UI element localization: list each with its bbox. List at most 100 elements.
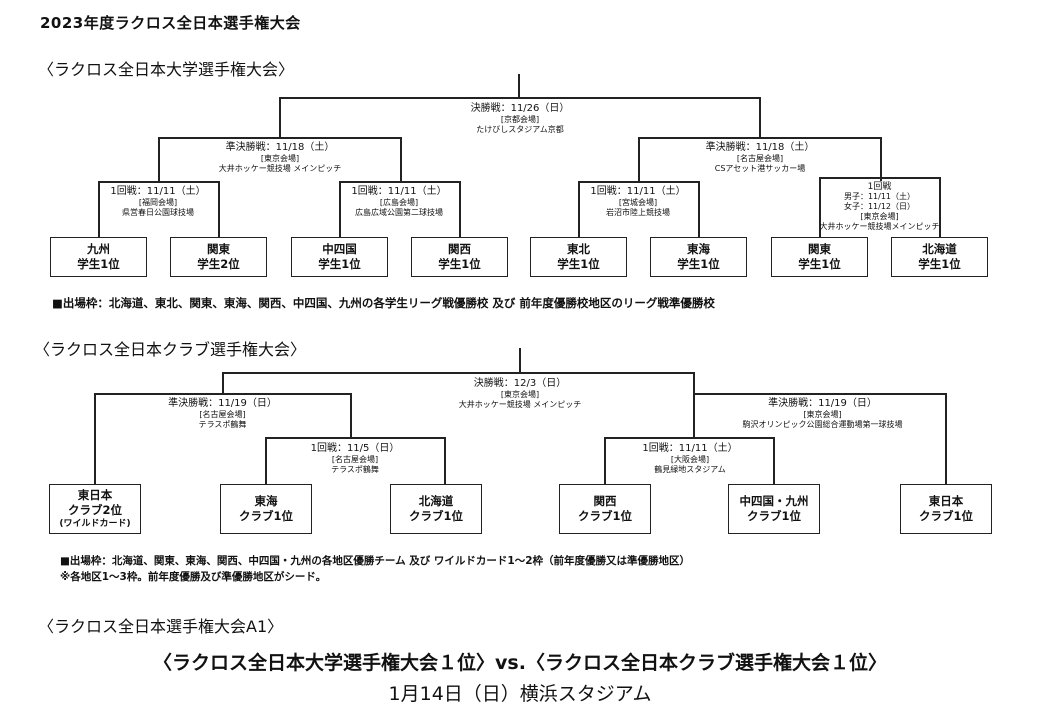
club-r1-b-venue: [大阪会場] (670, 455, 710, 464)
club-qualification-note: ■出場枠：北海道、関東、東海、関西、中四国・九州の各地区優勝チーム 及び ワイル… (60, 555, 691, 567)
univ-r1-c-label: 1回戦：11/11（土） (590, 186, 686, 197)
team-region: 関東 (207, 242, 230, 256)
club-team-box: 北海道 クラブ1位 (390, 484, 482, 534)
club-semi-right-place: 駒沢オリンピック公園総合運動場第一球技場 (742, 420, 903, 429)
univ-r1-c-info: 1回戦：11/11（土） [宮城会場] 岩沼市陸上競技場 (580, 185, 696, 218)
univ-r1-d-label: 1回戦 (867, 182, 892, 192)
univ-r1-c-place: 岩沼市陸上競技場 (606, 208, 670, 217)
club-semi-left-label: 準決勝戦：11/19（日） (168, 398, 277, 409)
univ-r1-d-info: 1回戦 男子：11/11（土） 女子：11/12（日） [東京会場] 大井ホッケ… (812, 182, 947, 232)
team-rank: 学生1位 (318, 257, 361, 271)
club-semi-left-venue: [名古屋会場] (199, 410, 246, 419)
club-heading: 〈ラクロス全日本クラブ選手権大会〉 (34, 340, 307, 359)
club-final-venue: [東京会場] (500, 390, 540, 399)
univ-r1-d-venue: [東京会場] (860, 212, 899, 221)
club-semi-right-venue: [東京会場] (803, 410, 842, 419)
team-region: 北海道 (922, 242, 957, 256)
univ-final-venue: [京都会場] (500, 115, 540, 124)
univ-semi-right-place: CSアセット港サッカー場 (714, 164, 806, 173)
team-region: 東北 (567, 242, 590, 256)
univ-team-box: 東北 学生1位 (530, 237, 627, 277)
team-rank: 学生1位 (677, 257, 720, 271)
club-team-box: 中四国・九州 クラブ1位 (728, 484, 820, 534)
team-region: 関東 (808, 242, 831, 256)
univ-semi-right-label: 準決勝戦：11/18（土） (705, 142, 815, 153)
univ-r1-b-info: 1回戦：11/11（土） [広島会場] 広島広域公園第二球技場 (341, 185, 457, 218)
univ-r1-d-men: 男子：11/11（土） (843, 192, 916, 201)
club-r1-a-info: 1回戦：11/5（日） [名古屋会場] テラスポ鶴舞 (285, 442, 425, 475)
univ-qualification-note: ■出場枠：北海道、東北、関東、東海、関西、中四国、九州の各学生リーグ戦優勝校 及… (52, 296, 715, 310)
univ-team-box: 北海道 学生1位 (891, 237, 988, 277)
club-r1-b-place: 鶴見緑地スタジアム (654, 465, 726, 474)
univ-team-box: 東海 学生1位 (650, 237, 747, 277)
university-heading: 〈ラクロス全日本大学選手権大会〉 (38, 60, 295, 79)
univ-r1-a-info: 1回戦：11/11（土） [福岡会場] 県営春日公園球技場 (100, 185, 216, 218)
univ-semi-right-venue: [名古屋会場] (736, 154, 784, 163)
team-rank: クラブ1位 (577, 509, 632, 523)
univ-semi-left-venue: [東京会場] (260, 154, 300, 163)
team-region: 東日本 (928, 494, 964, 508)
club-final-place: 大井ホッケー競技場 メインピッチ (458, 400, 582, 409)
page-title: 2023年度ラクロス全日本選手権大会 (40, 14, 301, 32)
team-region: 中四国 (322, 242, 357, 256)
univ-semi-right-info: 準決勝戦：11/18（土） [名古屋会場] CSアセット港サッカー場 (675, 141, 845, 174)
club-semi-right-label: 準決勝戦：11/19（日） (768, 398, 877, 409)
univ-final-place: たけびしスタジアム京都 (476, 125, 564, 134)
team-region: 東海 (254, 494, 278, 508)
team-region: 中四国・九州 (739, 494, 809, 508)
team-extra: (ワイルドカード) (59, 519, 131, 529)
univ-final-info: 決勝戦：11/26（日） [京都会場] たけびしスタジアム京都 (440, 102, 600, 135)
team-rank: 学生1位 (77, 257, 120, 271)
univ-r1-a-venue: [福岡会場] (138, 198, 178, 207)
club-team-box: 関西 クラブ1位 (559, 484, 651, 534)
club-final-info: 決勝戦：12/3（日） [東京会場] 大井ホッケー競技場 メインピッチ (435, 377, 605, 410)
club-r1-a-label: 1回戦：11/5（日） (310, 443, 400, 454)
club-team-box: 東日本 クラブ1位 (900, 484, 992, 534)
club-r1-b-info: 1回戦：11/11（土） [大阪会場] 鶴見緑地スタジアム (620, 442, 760, 475)
univ-r1-b-venue: [広島会場] (379, 198, 419, 207)
univ-r1-b-place: 広島広域公園第二球技場 (355, 208, 443, 217)
team-rank: 学生2位 (197, 257, 240, 271)
team-region: 東日本 (77, 488, 113, 502)
univ-semi-left-info: 準決勝戦：11/18（土） [東京会場] 大井ホッケー競技場 メインピッチ (195, 141, 365, 174)
team-region: 関西 (448, 242, 471, 256)
univ-r1-a-label: 1回戦：11/11（土） (110, 186, 206, 197)
univ-team-box: 関西 学生1位 (411, 237, 508, 277)
team-rank: 学生1位 (438, 257, 481, 271)
univ-semi-left-label: 準決勝戦：11/18（土） (225, 142, 335, 153)
team-rank: 学生1位 (557, 257, 600, 271)
univ-team-box: 関東 学生2位 (170, 237, 267, 277)
team-rank: クラブ1位 (238, 509, 293, 523)
team-region: 東海 (687, 242, 710, 256)
a1-date-venue: 1月14日（日）横浜スタジアム (388, 683, 652, 705)
club-semi-left-info: 準決勝戦：11/19（日） [名古屋会場] テラスポ鶴舞 (150, 397, 295, 430)
team-rank: クラブ1位 (408, 509, 463, 523)
team-rank: クラブ1位 (746, 509, 801, 523)
team-rank: 学生1位 (918, 257, 961, 271)
club-semi-left-place: テラスポ鶴舞 (198, 420, 247, 429)
team-rank: クラブ2位 (67, 503, 122, 517)
a1-matchup: 〈ラクロス全日本大学選手権大会１位〉vs.〈ラクロス全日本クラブ選手権大会１位〉 (153, 652, 887, 674)
univ-r1-d-women: 女子：11/12（日） (843, 202, 916, 211)
univ-final-label: 決勝戦：11/26（日） (470, 103, 570, 114)
univ-r1-b-label: 1回戦：11/11（土） (351, 186, 447, 197)
univ-semi-left-place: 大井ホッケー競技場 メインピッチ (218, 164, 342, 173)
club-seed-note: ※各地区1～3枠。前年度優勝及び準優勝地区がシード。 (60, 571, 327, 583)
club-final-label: 決勝戦：12/3（日） (473, 378, 567, 389)
team-rank: クラブ1位 (918, 509, 973, 523)
club-team-box: 東海 クラブ1位 (220, 484, 312, 534)
team-region: 関西 (593, 494, 617, 508)
team-rank: 学生1位 (798, 257, 841, 271)
univ-team-box: 中四国 学生1位 (291, 237, 388, 277)
team-region: 九州 (87, 242, 110, 256)
club-r1-b-label: 1回戦：11/11（土） (642, 443, 738, 454)
team-region: 北海道 (418, 494, 454, 508)
a1-heading: 〈ラクロス全日本選手権大会A1〉 (38, 617, 284, 636)
univ-r1-c-venue: [宮城会場] (618, 198, 658, 207)
club-team-box: 東日本 クラブ2位 (ワイルドカード) (49, 484, 141, 534)
club-semi-right-info: 準決勝戦：11/19（日） [東京会場] 駒沢オリンピック公園総合運動場第一球技… (720, 397, 925, 430)
univ-team-box: 関東 学生1位 (771, 237, 868, 277)
univ-r1-a-place: 県営春日公園球技場 (122, 208, 194, 217)
club-r1-a-venue: [名古屋会場] (331, 455, 379, 464)
club-r1-a-place: テラスポ鶴舞 (331, 465, 379, 474)
